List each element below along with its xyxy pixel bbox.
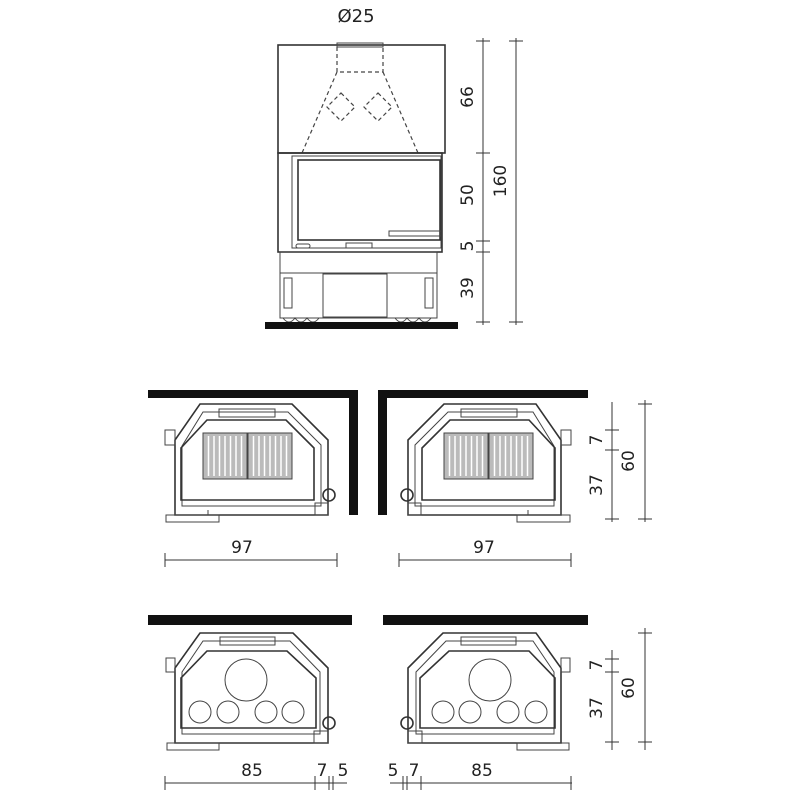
wall — [148, 615, 352, 625]
vent-diamond-right — [363, 92, 393, 122]
total-depth-label: 60 — [619, 450, 639, 472]
height-dimensions: 66 50 5 39 160 — [458, 38, 523, 325]
flue-diameter-label: Ø25 — [337, 6, 374, 27]
vent-diamond-left — [326, 92, 356, 122]
flat-view-right: 5 7 85 7 37 60 — [383, 615, 652, 790]
wall-side — [349, 390, 358, 515]
body-depth-label: 37 — [587, 697, 607, 719]
side-a-label: 7 — [409, 761, 420, 781]
side-a-label: 7 — [317, 761, 328, 781]
width-label: 97 — [473, 538, 495, 558]
floor — [265, 322, 458, 329]
hood — [277, 42, 446, 154]
width-label: 97 — [231, 538, 253, 558]
wall — [148, 390, 358, 398]
front-view: Ø25 — [265, 6, 523, 329]
opening-height-label: 50 — [458, 184, 478, 206]
width-label: 85 — [241, 761, 263, 781]
hood-height-label: 66 — [458, 86, 478, 108]
flat-view-left: 85 7 5 — [148, 615, 352, 790]
total-depth-label: 60 — [619, 677, 639, 699]
wall — [383, 615, 588, 625]
width-label: 85 — [471, 761, 493, 781]
firebox-door — [277, 152, 443, 253]
corner-view-left: 97 — [148, 390, 358, 567]
side-b-label: 5 — [338, 761, 349, 781]
front-depth-label: 7 — [587, 660, 607, 671]
total-height-label: 160 — [491, 165, 511, 197]
grille — [202, 432, 293, 480]
base-height-label: 39 — [458, 277, 478, 299]
front-depth-label: 7 — [587, 435, 607, 446]
side-b-label: 5 — [388, 761, 399, 781]
base — [265, 251, 458, 329]
corner-view-right: 97 7 37 60 — [378, 390, 652, 567]
door-handle — [295, 243, 311, 249]
sill-height-label: 5 — [458, 241, 478, 252]
body-depth-label: 37 — [587, 474, 607, 496]
wall — [378, 390, 588, 398]
wall-side — [378, 390, 387, 515]
